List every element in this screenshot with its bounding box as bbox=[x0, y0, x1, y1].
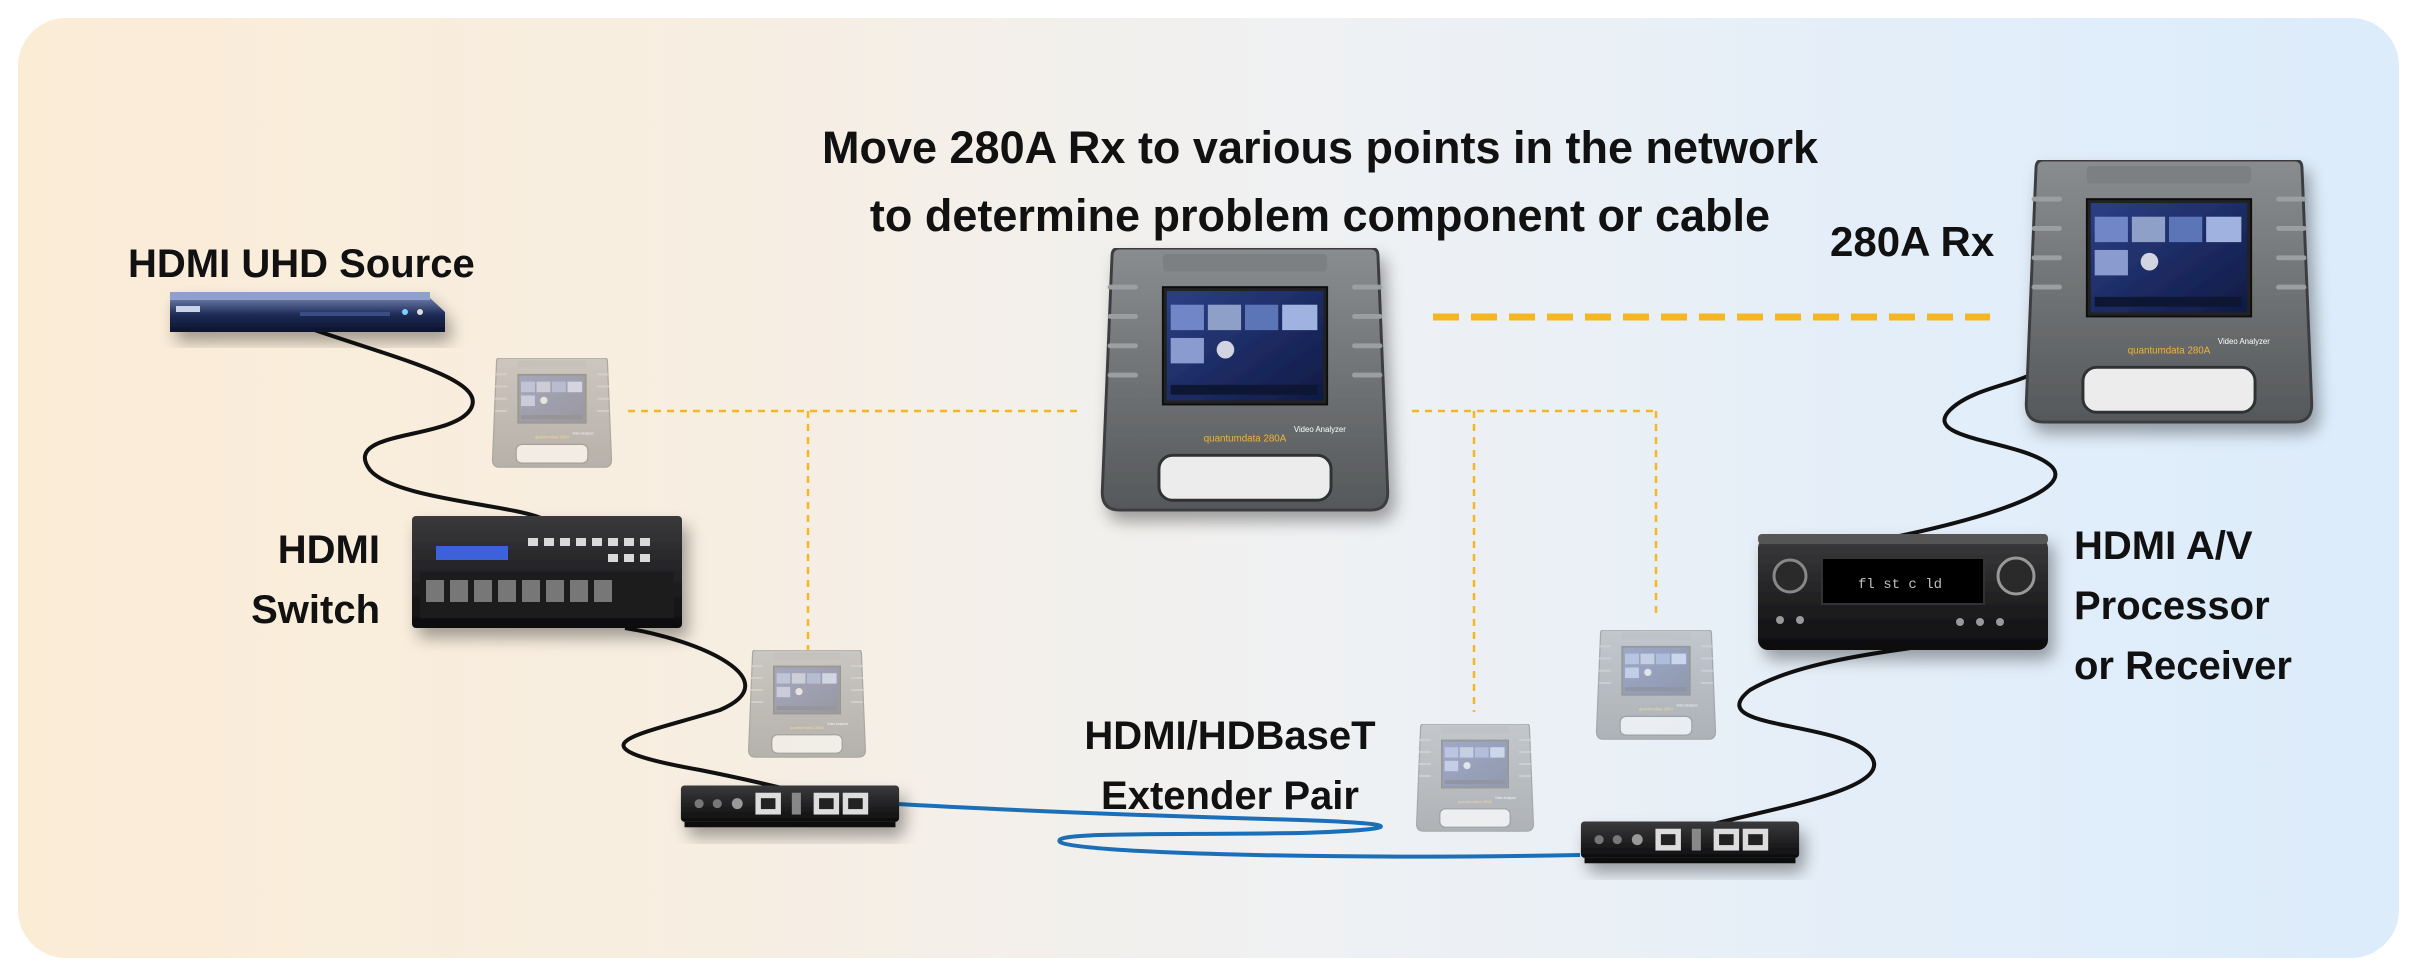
av-processor-device: fl st c ld bbox=[1758, 534, 2048, 650]
label-hdmi-uhd-source: HDMI UHD Source bbox=[128, 242, 475, 286]
label-extender-pair: HDMI/HDBaseT Extender Pair bbox=[1070, 706, 1390, 826]
label-av-processor: HDMI A/V Processor or Receiver bbox=[2074, 516, 2292, 696]
diagram-title: Move 280A Rx to various points in the ne… bbox=[760, 114, 1880, 250]
cable-source-to-switch bbox=[299, 323, 547, 522]
hdmi-switch-device bbox=[412, 516, 682, 628]
label-processor-line-3: or Receiver bbox=[2074, 644, 2292, 688]
cable-processor-to-rx bbox=[1879, 373, 2058, 542]
cable-switch-to-extender bbox=[621, 626, 791, 792]
rx-280a-analyzer bbox=[2026, 160, 2312, 422]
svg-text:fl st c ld: fl st c ld bbox=[1858, 577, 1942, 593]
extender-rx-device bbox=[1580, 821, 1800, 864]
label-processor-line-2: Processor bbox=[2074, 584, 2270, 628]
label-processor-line-1: HDMI A/V bbox=[2074, 524, 2253, 568]
title-line-2: to determine problem component or cable bbox=[869, 190, 1771, 241]
label-280a-rx: 280A Rx bbox=[1830, 218, 1995, 265]
label-extender-line-2: Extender Pair bbox=[1101, 774, 1359, 818]
extender-tx-device bbox=[680, 785, 900, 828]
label-extender-line-1: HDMI/HDBaseT bbox=[1084, 714, 1376, 758]
cable-extender-to-processor bbox=[1689, 643, 1933, 832]
probe-position-3-analyzer bbox=[1415, 724, 1535, 832]
center-280a-analyzer bbox=[1102, 248, 1388, 510]
probe-position-1-analyzer bbox=[491, 358, 613, 468]
label-switch-line-2: Switch bbox=[251, 588, 380, 632]
hdbaset-cable bbox=[879, 801, 1581, 859]
hdmi-uhd-source-device bbox=[170, 292, 445, 332]
label-hdmi-switch: HDMI Switch bbox=[170, 520, 380, 640]
probe-position-4-analyzer bbox=[1595, 630, 1717, 740]
title-line-1: Move 280A Rx to various points in the ne… bbox=[821, 122, 1819, 173]
hdmi-cables bbox=[299, 323, 2058, 832]
probe-lines bbox=[628, 409, 1658, 712]
label-switch-line-1: HDMI bbox=[277, 528, 380, 572]
probe-position-2-analyzer bbox=[747, 650, 867, 758]
